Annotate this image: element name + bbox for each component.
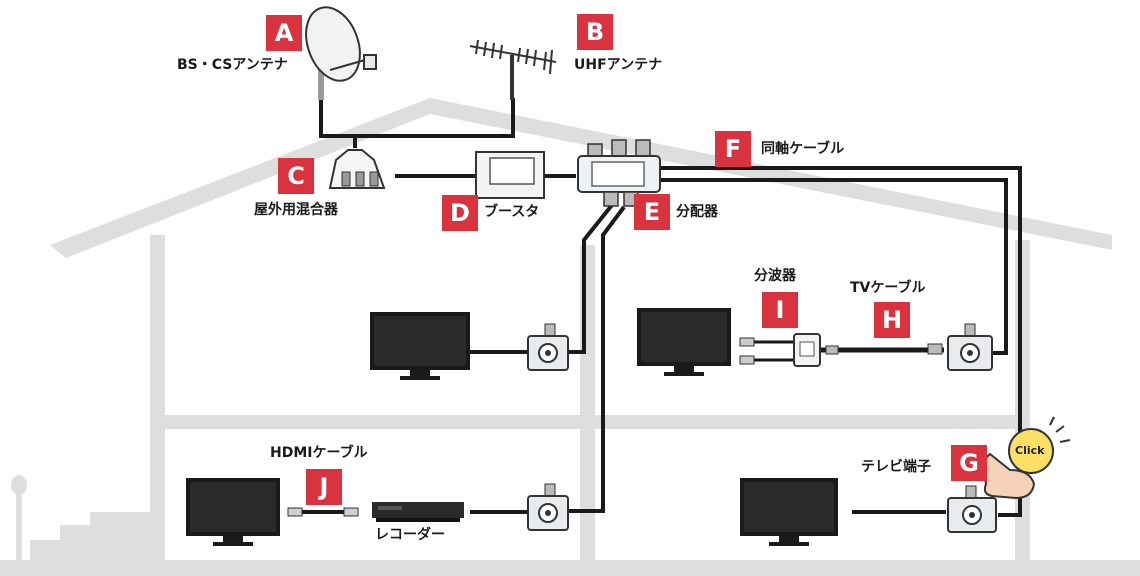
recorder-device xyxy=(372,502,464,522)
tv-left-lower xyxy=(186,478,280,546)
label-hdmi-cable: HDMIケーブル xyxy=(270,445,368,461)
label-tv-cable: TVケーブル xyxy=(850,280,926,296)
label-mixer: 屋外用混合器 xyxy=(254,202,338,218)
outlet-middle-left xyxy=(527,323,569,371)
click-bubble-graphic xyxy=(1008,416,1071,474)
outlet-lower-right xyxy=(947,485,997,533)
badge-g: G xyxy=(951,445,987,481)
tv-right-lower xyxy=(740,478,838,546)
cables xyxy=(319,98,1022,517)
badge-j: J xyxy=(306,469,342,505)
badge-d: D xyxy=(442,195,478,231)
badge-h: H xyxy=(874,302,910,338)
label-bs-cs-antenna: BS・CSアンテナ xyxy=(177,57,288,73)
badge-i: I xyxy=(762,292,798,328)
label-separator: 分波器 xyxy=(754,268,796,284)
badge-e: E xyxy=(634,194,670,230)
label-splitter: 分配器 xyxy=(676,204,718,220)
tv-right-middle xyxy=(637,308,731,376)
label-recorder: レコーダー xyxy=(375,527,445,543)
outlet-lower-left xyxy=(527,483,569,531)
booster-box xyxy=(475,151,545,199)
splitter-box xyxy=(577,139,661,207)
uhf-yagi xyxy=(469,39,557,100)
tv-left-middle xyxy=(370,312,470,380)
house-outline xyxy=(0,98,1140,576)
outdoor-mixer xyxy=(328,149,386,189)
badge-c: C xyxy=(278,158,314,194)
outlet-middle-right xyxy=(947,323,993,371)
click-bubble-label: Click xyxy=(1015,444,1045,457)
label-tv-outlet: テレビ端子 xyxy=(861,459,931,475)
badge-a: A xyxy=(266,15,302,51)
badge-b: B xyxy=(577,14,613,50)
bs-cs-dish xyxy=(305,6,377,100)
hdmi-cable-drawing xyxy=(287,507,359,517)
badge-f: F xyxy=(715,131,751,167)
label-booster: ブースタ xyxy=(484,204,540,220)
separator-device xyxy=(739,333,943,367)
label-coax-cable: 同軸ケーブル xyxy=(761,141,845,157)
label-uhf-antenna: UHFアンテナ xyxy=(574,57,663,73)
